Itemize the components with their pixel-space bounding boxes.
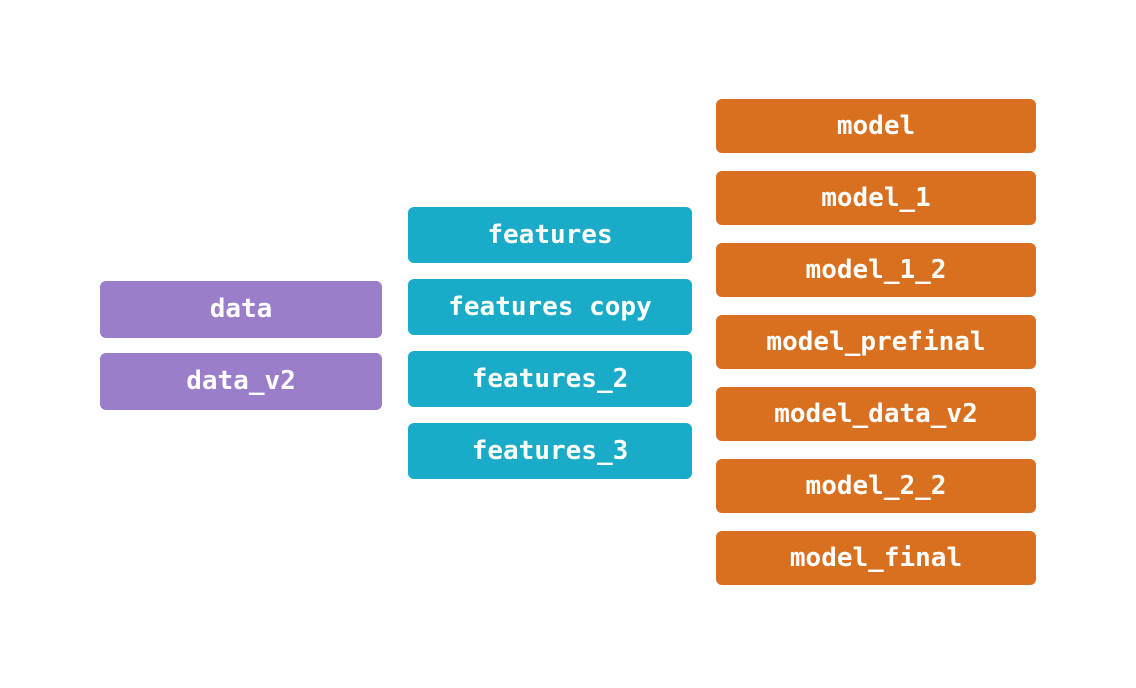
column-features: features features copy features_2 featur… bbox=[408, 0, 692, 688]
node-model-1-2[interactable]: model_1_2 bbox=[716, 243, 1036, 297]
node-label: model_prefinal bbox=[766, 326, 986, 357]
node-features[interactable]: features bbox=[408, 207, 692, 263]
node-label: model_data_v2 bbox=[774, 398, 978, 429]
node-features-3[interactable]: features_3 bbox=[408, 423, 692, 479]
node-data-v2[interactable]: data_v2 bbox=[100, 353, 382, 410]
node-label: features bbox=[487, 219, 613, 250]
node-features-2[interactable]: features_2 bbox=[408, 351, 692, 407]
node-data[interactable]: data bbox=[100, 281, 382, 338]
node-label: model_1_2 bbox=[805, 254, 947, 285]
node-label: features copy bbox=[448, 291, 652, 322]
node-model-final[interactable]: model_final bbox=[716, 531, 1036, 585]
node-model-2-2[interactable]: model_2_2 bbox=[716, 459, 1036, 513]
node-label: features_2 bbox=[471, 363, 629, 394]
node-label: features_3 bbox=[471, 435, 629, 466]
node-model[interactable]: model bbox=[716, 99, 1036, 153]
node-label: data bbox=[209, 294, 273, 324]
node-label: model bbox=[836, 110, 916, 141]
node-model-1[interactable]: model_1 bbox=[716, 171, 1036, 225]
node-label: model_final bbox=[789, 542, 963, 573]
column-model: model model_1 model_1_2 model_prefinal m… bbox=[716, 0, 1036, 688]
node-features-copy[interactable]: features copy bbox=[408, 279, 692, 335]
node-label: model_2_2 bbox=[805, 470, 947, 501]
node-model-prefinal[interactable]: model_prefinal bbox=[716, 315, 1036, 369]
node-model-data-v2[interactable]: model_data_v2 bbox=[716, 387, 1036, 441]
node-label: data_v2 bbox=[186, 366, 296, 396]
column-data: data data_v2 bbox=[100, 0, 382, 688]
node-label: model_1 bbox=[821, 182, 931, 213]
